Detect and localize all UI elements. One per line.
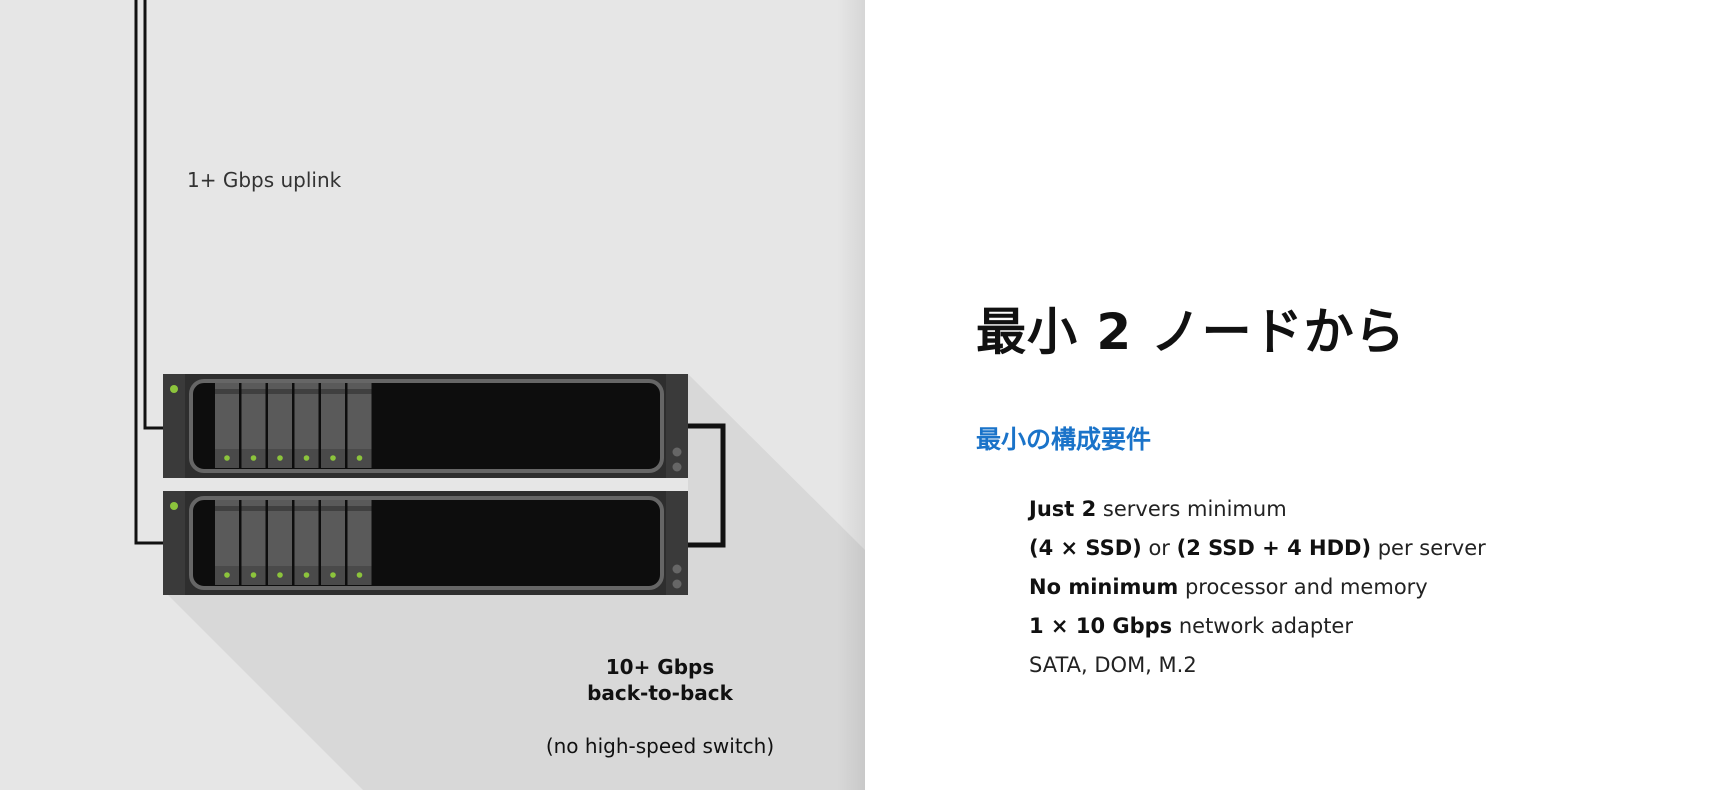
requirement-item: SATA, DOM, M.2: [1029, 646, 1486, 685]
drive-led-icon: [224, 572, 230, 578]
requirement-item: Just 2 servers minimum: [1029, 490, 1486, 529]
server-button-icon: [672, 462, 682, 472]
drive-bay-handle: [321, 389, 345, 394]
drive-led-icon: [224, 455, 230, 461]
backtoback-speed: 10+ Gbps: [605, 655, 715, 679]
drive-bay-handle: [321, 506, 345, 511]
requirement-text: SATA, DOM, M.2: [1029, 653, 1197, 677]
drive-bay-handle: [241, 389, 266, 394]
power-led-icon: [170, 502, 178, 510]
drive-bay-handle: [347, 506, 372, 511]
drive-led-icon: [303, 455, 310, 461]
requirement-emphasis: Just 2: [1029, 497, 1097, 521]
server-right-ear: [666, 374, 688, 478]
backtoback-label: 10+ Gbps back-to-back: [560, 654, 760, 706]
power-led-icon: [170, 385, 178, 393]
drive-bay-handle: [268, 389, 292, 394]
drive-led-icon: [277, 572, 283, 578]
drive-led-icon: [356, 572, 363, 578]
drive-led-icon: [330, 455, 336, 461]
page-title: 最小 2 ノードから: [976, 303, 1406, 361]
backtoback-cable: [686, 423, 726, 548]
server-button-icon: [672, 564, 682, 574]
requirement-emphasis: (4 × SSD): [1029, 536, 1142, 560]
drive-bay-handle: [215, 506, 239, 511]
no-switch-label: (no high-speed switch): [545, 734, 775, 758]
drive-led-icon: [250, 572, 257, 578]
requirement-text: processor and memory: [1178, 575, 1428, 599]
drive-bay-handle: [241, 506, 266, 511]
drive-led-icon: [330, 572, 336, 578]
server-unit-2: [163, 491, 688, 595]
section-subtitle: 最小の構成要件: [976, 425, 1152, 454]
drive-bay-handle: [347, 389, 372, 394]
diagram-panel: 1+ Gbps uplink 10+ Gbps back-to-back (no…: [0, 0, 865, 790]
drive-led-icon: [250, 455, 257, 461]
server-left-ear: [163, 491, 185, 595]
server-button-icon: [672, 447, 682, 457]
requirement-emphasis: No minimum: [1029, 575, 1179, 599]
drive-bay-handle: [294, 506, 319, 511]
backtoback-text: back-to-back: [587, 681, 733, 705]
server-button-icon: [672, 579, 682, 589]
uplink-cable-1: [143, 0, 166, 430]
server-left-ear: [163, 374, 185, 478]
drive-led-icon: [356, 455, 363, 461]
requirement-text: servers minimum: [1096, 497, 1287, 521]
server-diagram: [134, 0, 865, 790]
server-unit-1: [163, 374, 688, 478]
requirements-list: Just 2 servers minimum(4 × SSD) or (2 SS…: [1029, 490, 1486, 685]
requirement-emphasis: (2 SSD + 4 HDD): [1176, 536, 1372, 560]
server-shadow: [163, 374, 865, 790]
drive-bay-handle: [215, 389, 239, 394]
drive-led-icon: [303, 572, 310, 578]
requirement-item: No minimum processor and memory: [1029, 568, 1486, 607]
drive-divider: [371, 383, 377, 468]
drive-led-icon: [277, 455, 283, 461]
drive-bay-handle: [268, 506, 292, 511]
drive-bay-handle: [294, 389, 319, 394]
requirement-item: (4 × SSD) or (2 SSD + 4 HDD) per server: [1029, 529, 1486, 568]
requirement-emphasis: 1 × 10 Gbps: [1029, 614, 1173, 638]
requirement-text: or: [1141, 536, 1177, 560]
requirement-item: 1 × 10 Gbps network adapter: [1029, 607, 1486, 646]
drive-divider: [371, 500, 377, 585]
requirements-panel: 最小 2 ノードから 最小の構成要件 Just 2 servers minimu…: [865, 0, 1713, 790]
server-right-ear: [666, 491, 688, 595]
uplink-cable-2: [134, 0, 166, 545]
requirement-text: per server: [1371, 536, 1486, 560]
requirement-text: network adapter: [1172, 614, 1353, 638]
uplink-label: 1+ Gbps uplink: [187, 168, 342, 192]
